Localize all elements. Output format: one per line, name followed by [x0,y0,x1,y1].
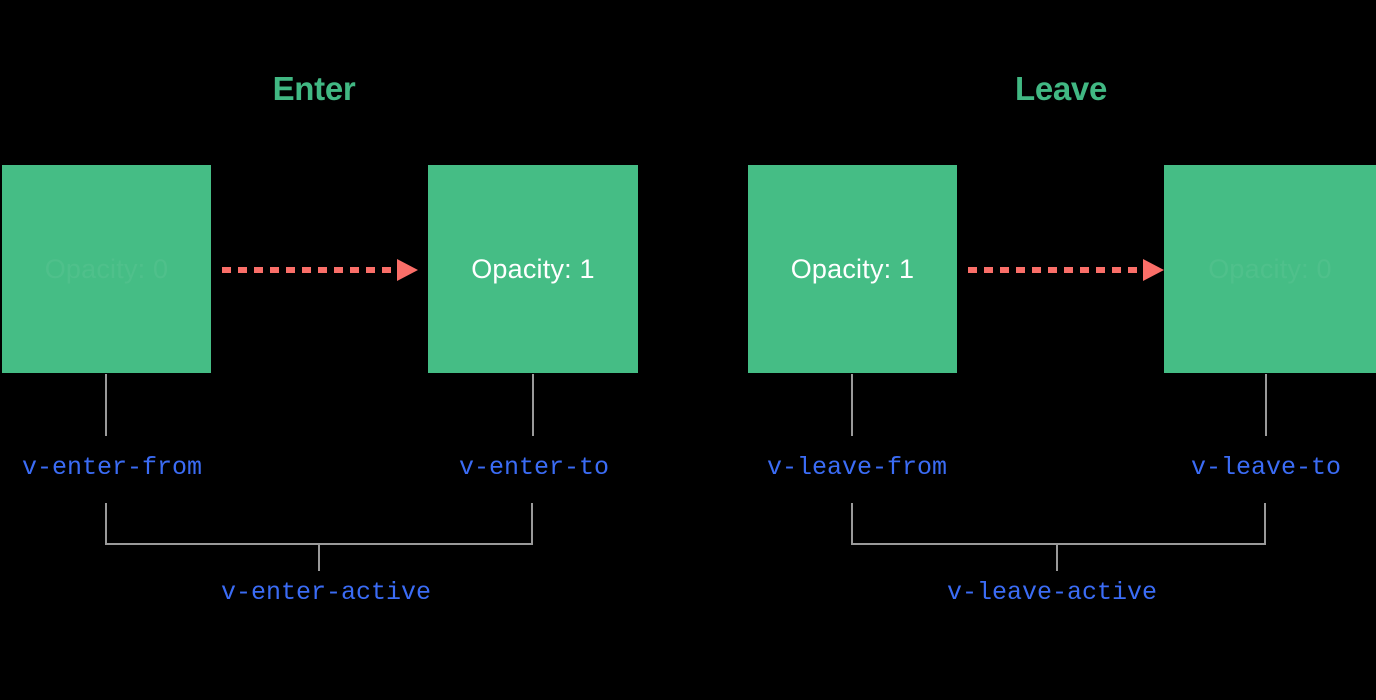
leave-active-bracket-stem [1056,543,1058,571]
enter-arrow-shaft [222,267,398,273]
leave-active-bracket-bottom [851,543,1266,545]
enter-section-title: Enter [272,70,356,107]
leave-from-box: Opacity: 1 [748,165,957,373]
enter-from-box: Opacity: 0 [2,165,211,373]
leave-arrow [968,259,1164,281]
enter-to-box-label: Opacity: 1 [471,253,595,284]
enter-arrow [222,259,418,281]
enter-to-box: Opacity: 1 [428,165,638,373]
leave-from-connector-line [851,374,853,436]
leave-to-box: Opacity: 0 [1164,165,1376,373]
label-v-enter-from: v-enter-from [21,453,203,482]
label-v-leave-to: v-leave-to [1190,453,1342,482]
enter-from-box-label: Opacity: 0 [44,253,169,284]
leave-from-box-label: Opacity: 1 [790,253,915,284]
enter-to-connector-line [532,374,534,436]
enter-arrow-head-icon [397,259,418,281]
label-v-leave-active: v-leave-active [946,578,1158,607]
enter-from-connector-line [105,374,107,436]
leave-arrow-shaft [968,267,1144,273]
leave-to-box-label: Opacity: 0 [1208,253,1332,284]
enter-active-bracket-right [531,503,533,545]
leave-arrow-head-icon [1143,259,1164,281]
label-v-leave-from: v-leave-from [766,453,948,482]
leave-section-title: Leave [1014,70,1108,107]
leave-to-connector-line [1265,374,1267,436]
leave-active-bracket-right [1264,503,1266,545]
label-v-enter-active: v-enter-active [220,578,432,607]
enter-active-bracket-left [105,503,107,545]
label-v-enter-to: v-enter-to [458,453,610,482]
enter-active-bracket-stem [318,543,320,571]
leave-active-bracket-left [851,503,853,545]
